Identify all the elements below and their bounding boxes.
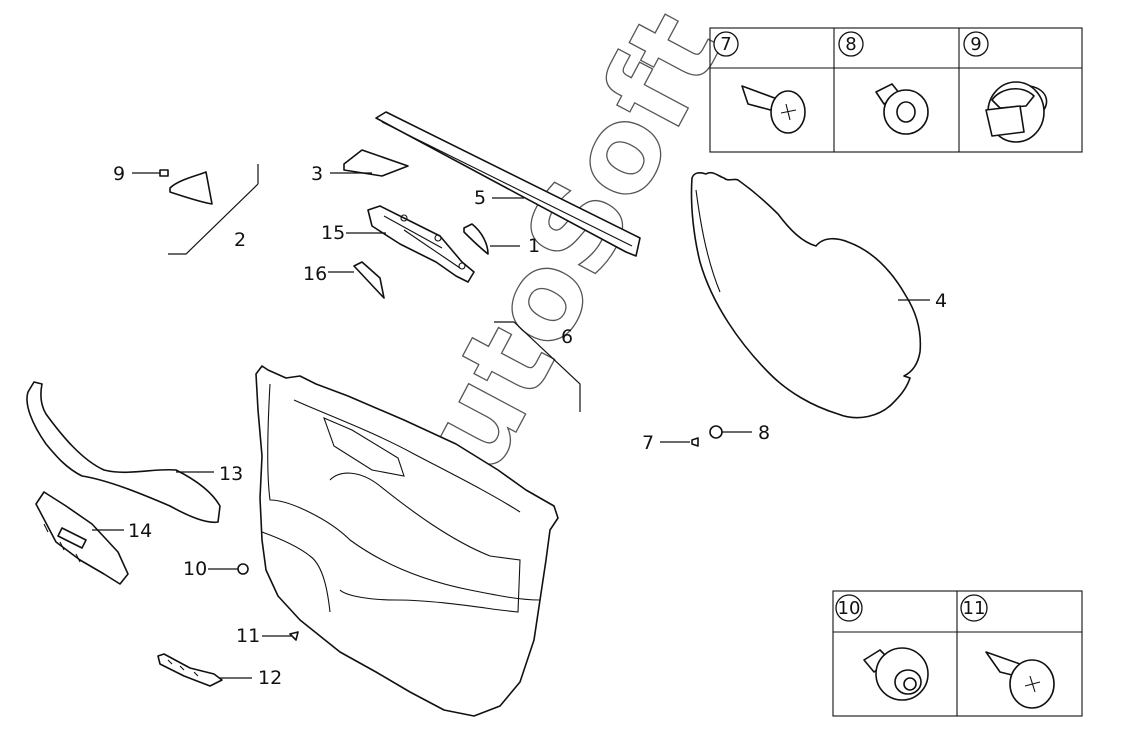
part-16-pad [353, 261, 385, 299]
part-14-switch-panel [35, 491, 129, 585]
svg-text:2: 2 [234, 229, 246, 251]
callout-5: 5 [474, 187, 524, 209]
table-header-10: 10 [835, 594, 863, 622]
svg-text:6: 6 [561, 326, 573, 348]
clip-8-illustration [875, 83, 929, 135]
svg-text:10: 10 [838, 598, 861, 619]
part-13-armrest-trim [26, 381, 221, 524]
callout-1: 1 [490, 235, 540, 257]
svg-text:3: 3 [311, 163, 323, 185]
svg-text:14: 14 [128, 520, 152, 542]
table-header-8: 8 [838, 31, 864, 57]
svg-text:9: 9 [970, 34, 981, 55]
callout-11: 11 [236, 625, 292, 647]
callout-6: 6 [561, 326, 573, 348]
part-9-clip [159, 169, 169, 177]
callout-14: 14 [92, 520, 152, 542]
svg-text:10: 10 [183, 558, 207, 580]
part-8-clip [709, 425, 723, 439]
svg-text:16: 16 [303, 263, 327, 285]
part-small-bracket [169, 171, 213, 205]
part-2-strip [168, 164, 259, 255]
callout-15: 15 [321, 222, 386, 244]
svg-text:15: 15 [321, 222, 345, 244]
callout-10: 10 [183, 558, 238, 580]
svg-text:11: 11 [963, 598, 986, 619]
callout-2: 2 [234, 229, 246, 251]
screw-7-illustration [741, 85, 806, 134]
svg-text:1: 1 [528, 235, 540, 257]
callout-9: 9 [113, 163, 160, 185]
part-11-screw [289, 631, 299, 641]
callout-4: 4 [898, 290, 947, 312]
svg-text:8: 8 [758, 422, 770, 444]
svg-text:7: 7 [720, 34, 731, 55]
part-10-clip [237, 563, 249, 575]
callout-3: 3 [311, 163, 372, 185]
door-trim-panel [255, 365, 559, 717]
callout-16: 16 [303, 263, 354, 285]
svg-text:13: 13 [219, 463, 243, 485]
part-1-piece [463, 223, 489, 255]
part-7-screw [691, 437, 699, 447]
clip-10-illustration [863, 647, 929, 701]
part-5-seal-strip [375, 111, 641, 257]
svg-text:11: 11 [236, 625, 260, 647]
svg-text:12: 12 [258, 667, 282, 689]
part-4-vapor-barrier [690, 171, 922, 419]
screw-11-illustration [985, 651, 1055, 709]
svg-text:4: 4 [935, 290, 947, 312]
part-12-strip [157, 653, 223, 687]
clip-9-illustration [985, 81, 1048, 143]
fastener-table-bottom: 10 11 [832, 590, 1083, 717]
callout-13: 13 [176, 463, 243, 485]
svg-text:8: 8 [845, 34, 856, 55]
svg-text:9: 9 [113, 163, 125, 185]
table-header-7: 7 [713, 31, 739, 57]
svg-text:5: 5 [474, 187, 486, 209]
part-3-pad [343, 149, 409, 177]
fastener-table-top: 7 8 9 [709, 27, 1083, 153]
part-15-bracket [367, 205, 475, 283]
callout-7: 7 [642, 432, 690, 454]
part-6-marker [494, 321, 581, 412]
callout-12: 12 [220, 667, 282, 689]
table-header-11: 11 [960, 594, 988, 622]
callout-8: 8 [722, 422, 770, 444]
table-header-9: 9 [963, 31, 989, 57]
svg-text:7: 7 [642, 432, 654, 454]
